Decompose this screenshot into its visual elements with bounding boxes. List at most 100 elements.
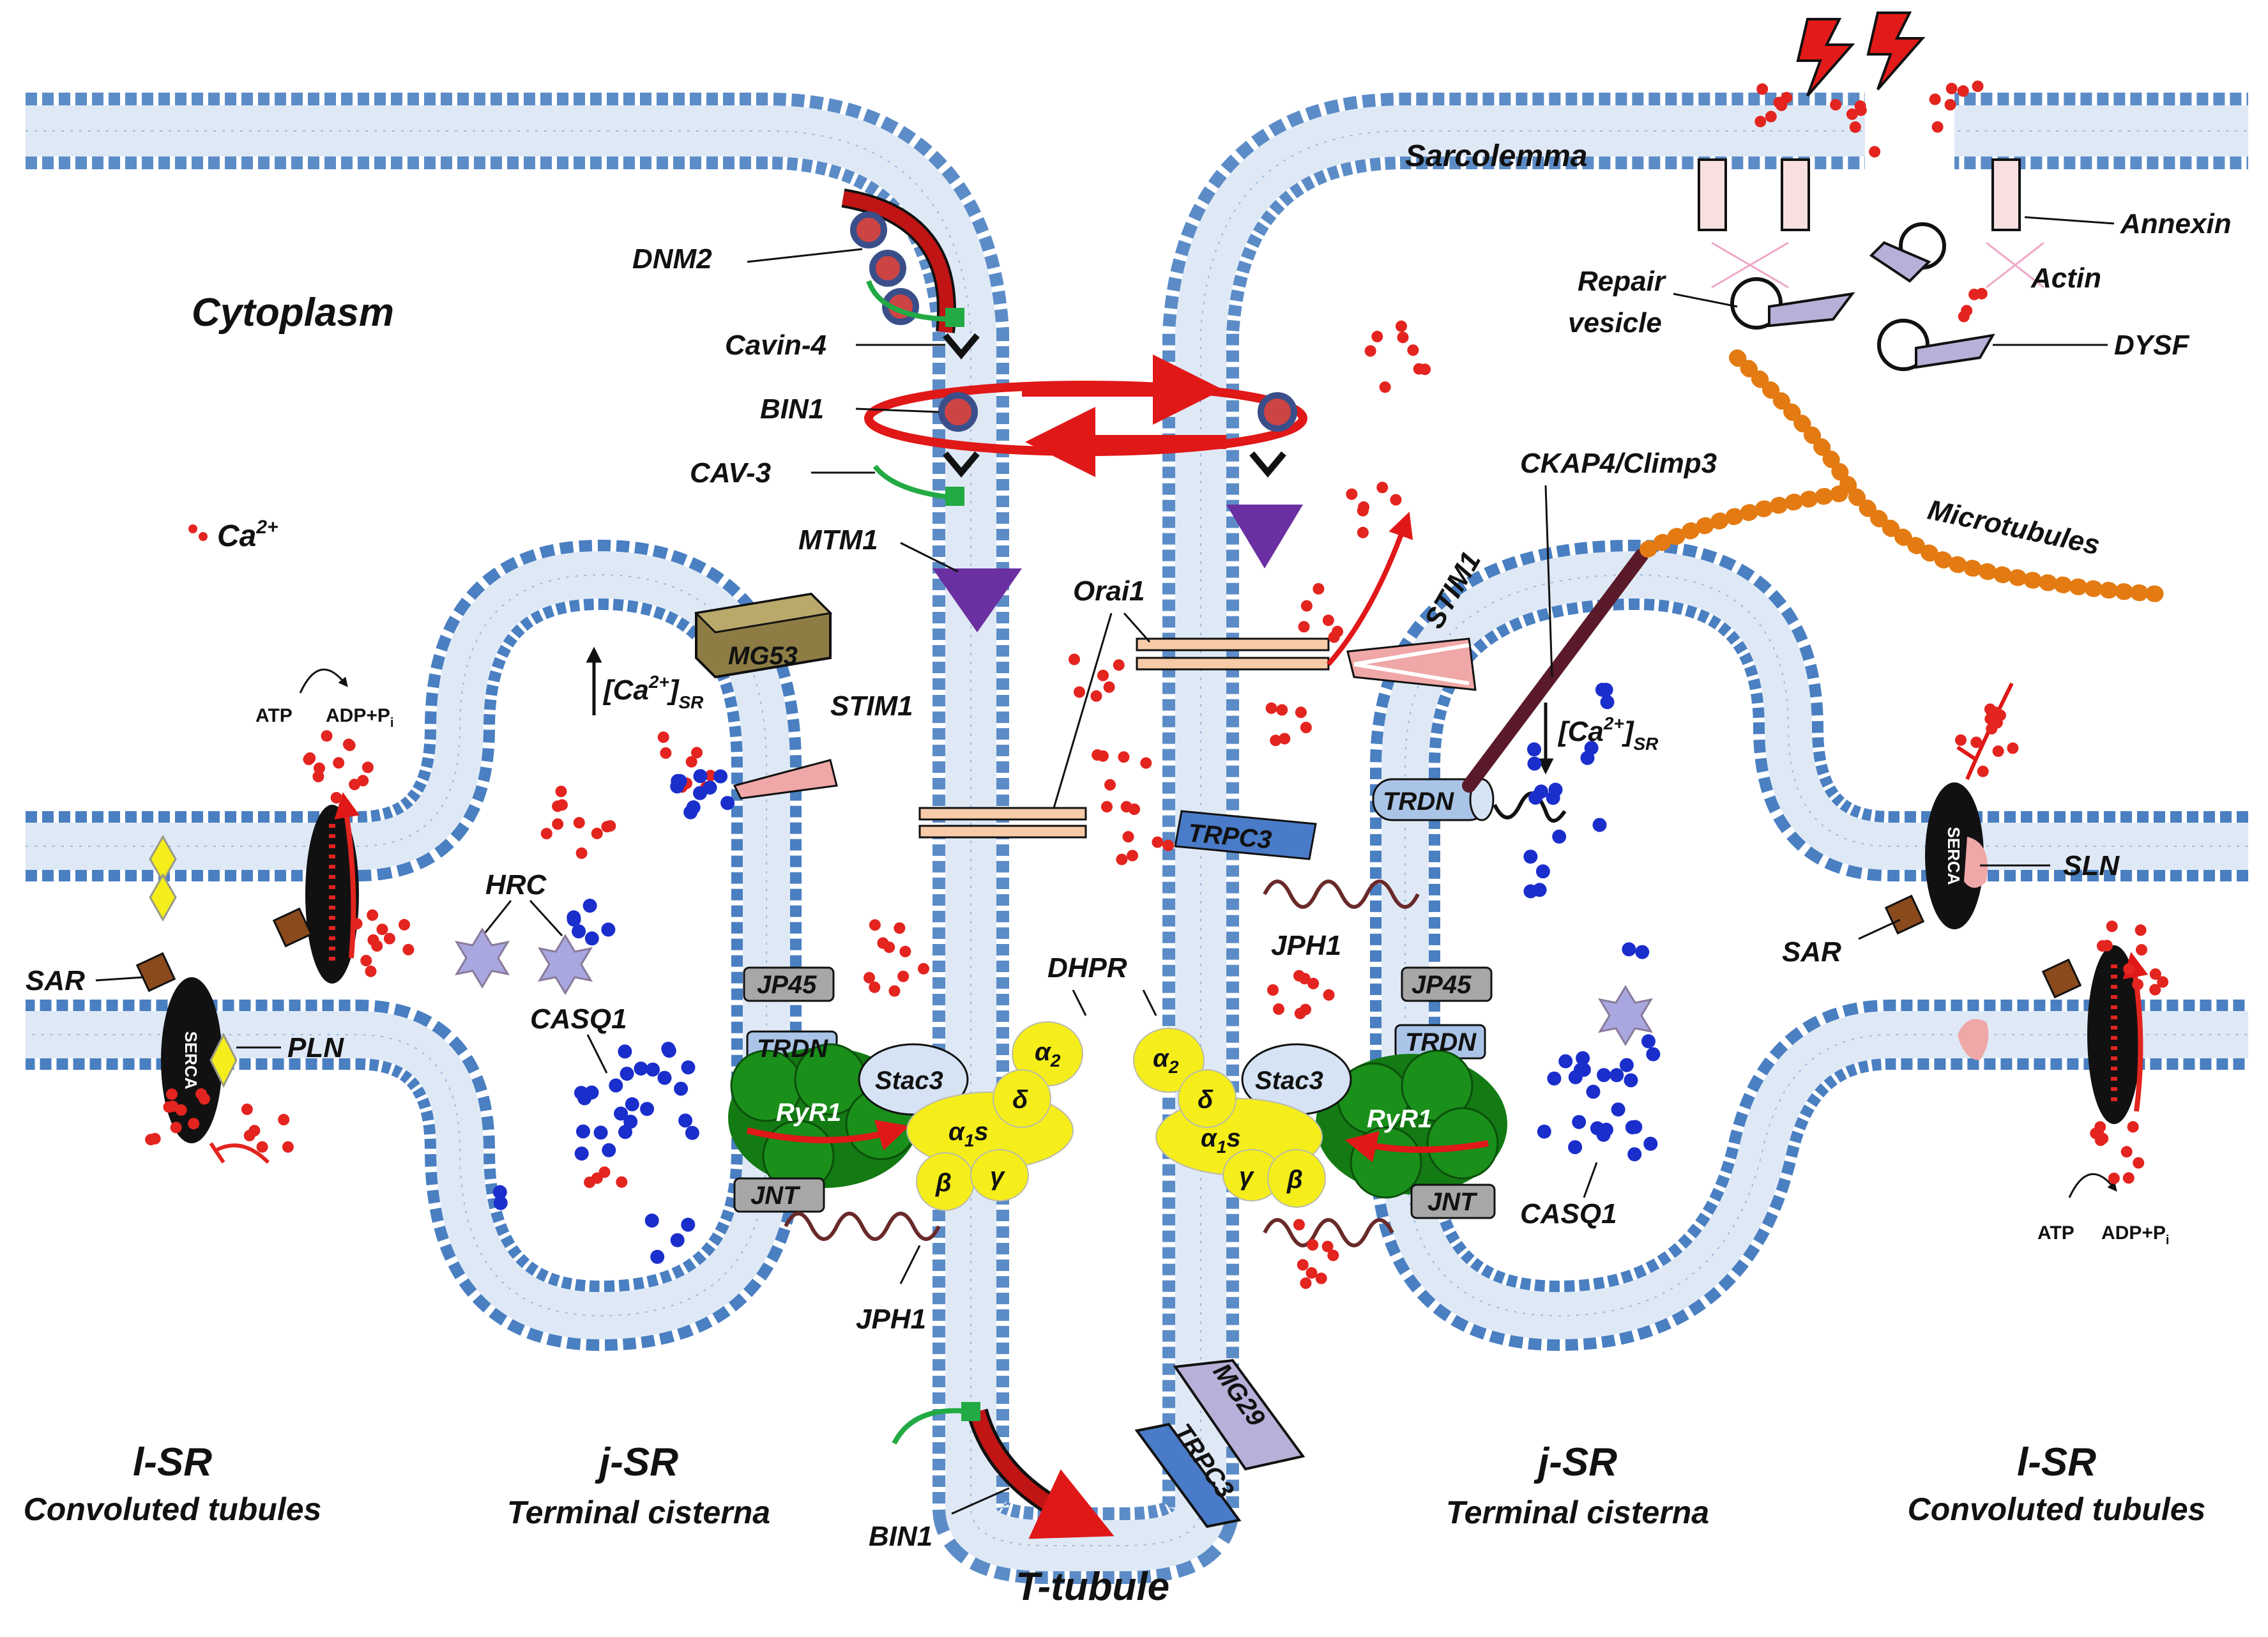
bound-calcium-dot [662, 1044, 676, 1058]
annexin-icons [1698, 158, 2021, 231]
atp-left-label: ATP [255, 705, 293, 726]
calcium-dot [256, 1141, 268, 1153]
serca-pump-upper-left [272, 792, 360, 984]
calcium-dot [2136, 944, 2147, 956]
jnt-right-label: JNT [1427, 1188, 1478, 1216]
bound-calcium-dot [650, 1249, 665, 1264]
calcium-dot [1869, 146, 1881, 158]
calcium-dot [2135, 924, 2147, 936]
bound-calcium-dot [670, 779, 685, 794]
calcium-dot [1092, 749, 1104, 761]
calcium-dot [1307, 977, 1320, 989]
calcium-dot [1297, 1259, 1309, 1271]
calcium-dot [2157, 976, 2169, 988]
dnm2-complex [841, 188, 956, 333]
calcium-dot [1298, 621, 1310, 633]
calcium-dot [1970, 736, 1983, 749]
calcium-dot [399, 918, 410, 931]
dnm2-label: DNM2 [632, 243, 712, 275]
sln-label: SLN [2063, 850, 2120, 881]
calcium-dot [163, 1101, 175, 1113]
calcium-dot [894, 922, 906, 934]
region-lsr-right: l-SR Convoluted tubules [1908, 1440, 2206, 1527]
bound-calcium-dot [1610, 1068, 1624, 1083]
bound-calcium-dot [1596, 1127, 1611, 1142]
calcium-dot [1321, 1240, 1334, 1252]
annexin-label: Annexin [2120, 208, 2232, 240]
calcium-dot [371, 940, 383, 952]
calcium-dot [1104, 779, 1116, 791]
cav3-label: CAV-3 [690, 457, 771, 489]
bin1-top-leader [855, 407, 940, 413]
pln-diamond-upper [149, 834, 177, 922]
calcium-dot [195, 1088, 208, 1100]
cav3-chevron-left [943, 451, 980, 478]
calcium-dot [330, 792, 342, 803]
region-title: j-SR [595, 1440, 678, 1484]
bound-calcium-dot [657, 1070, 672, 1085]
calcium-dot [1267, 984, 1279, 996]
calcium-dot [1379, 381, 1391, 393]
bound-calcium-dot [582, 899, 597, 913]
calcium-dot [1090, 690, 1102, 702]
calcium-dot [1332, 625, 1344, 637]
calcium-dot [1305, 1267, 1318, 1279]
bound-calcium-dot [567, 910, 581, 925]
dysf-label: DYSF [2114, 330, 2189, 361]
adp-right-sub: i [2166, 1233, 2170, 1247]
sar-left-leader [95, 976, 144, 982]
calcium-dot [897, 970, 909, 982]
stac3-right-label: Stac3 [1255, 1067, 1323, 1095]
calcium-dot [1113, 659, 1125, 671]
calcium-dot [362, 761, 374, 773]
microtubules-icon [1640, 349, 2167, 602]
calcium-dot [1357, 526, 1369, 538]
calcium-dot [2127, 1121, 2139, 1133]
calcium-dot [869, 919, 881, 931]
calcium-dot [1371, 330, 1383, 342]
calcium-dot [1376, 482, 1389, 494]
ca-sr-left-sub: SR [679, 692, 704, 712]
bin1-bottom-leader [951, 1487, 1010, 1515]
bound-calcium-dot [618, 1125, 632, 1139]
cytoplasm-label: Cytoplasm [192, 291, 394, 335]
trdn-right-label: TRDN [1405, 1028, 1477, 1056]
calcium-dot [888, 985, 901, 997]
calcium-dot [1756, 83, 1769, 95]
calcium-dot [2120, 1146, 2133, 1158]
jph1-left-label: JPH1 [856, 1304, 926, 1335]
atp-right-label: ATP [2037, 1222, 2074, 1244]
serca-pump-upper-right [1884, 682, 2014, 935]
calcium-dot [1276, 704, 1288, 716]
bin1-bottom-strand [892, 1408, 971, 1445]
jph1-right-label: JPH1 [1271, 930, 1341, 961]
calcium-dot [899, 945, 911, 957]
calcium-dot [1140, 757, 1152, 769]
calcium-dot [1103, 681, 1115, 693]
svg-text:α2: α2 [1035, 1038, 1061, 1070]
bound-calcium-dot [1527, 742, 1541, 757]
calcium-dot [1781, 91, 1793, 103]
bin1-top-label: BIN1 [760, 393, 824, 425]
bound-calcium-dot [634, 1062, 648, 1076]
bound-calcium-dot [1597, 1068, 1611, 1083]
serca-left-label: SERCA [181, 1031, 201, 1089]
region-lsr-left: l-SR Convoluted tubules [24, 1440, 322, 1527]
svg-text:α1s: α1s [948, 1118, 989, 1150]
bound-calcium-dot [1586, 1085, 1601, 1099]
svg-text:α2: α2 [1153, 1044, 1179, 1077]
calcium-dot [877, 937, 889, 949]
bound-calcium-dot [620, 1067, 634, 1081]
gamma-right: γ [1239, 1162, 1255, 1191]
calcium-dot [1765, 110, 1777, 123]
dhpr-label: DHPR [1047, 952, 1127, 984]
bound-calcium-dot [686, 800, 701, 814]
triad-right [1241, 966, 1507, 1219]
calcium-dot [1929, 93, 1941, 105]
bound-calcium-dot [1523, 849, 1538, 864]
calcium-dot [383, 933, 395, 945]
stim1-left-icon [733, 759, 838, 800]
bound-calcium-dot [1628, 1120, 1643, 1134]
mg29-box [1173, 1359, 1305, 1471]
bound-calcium-dot [1573, 1063, 1588, 1077]
